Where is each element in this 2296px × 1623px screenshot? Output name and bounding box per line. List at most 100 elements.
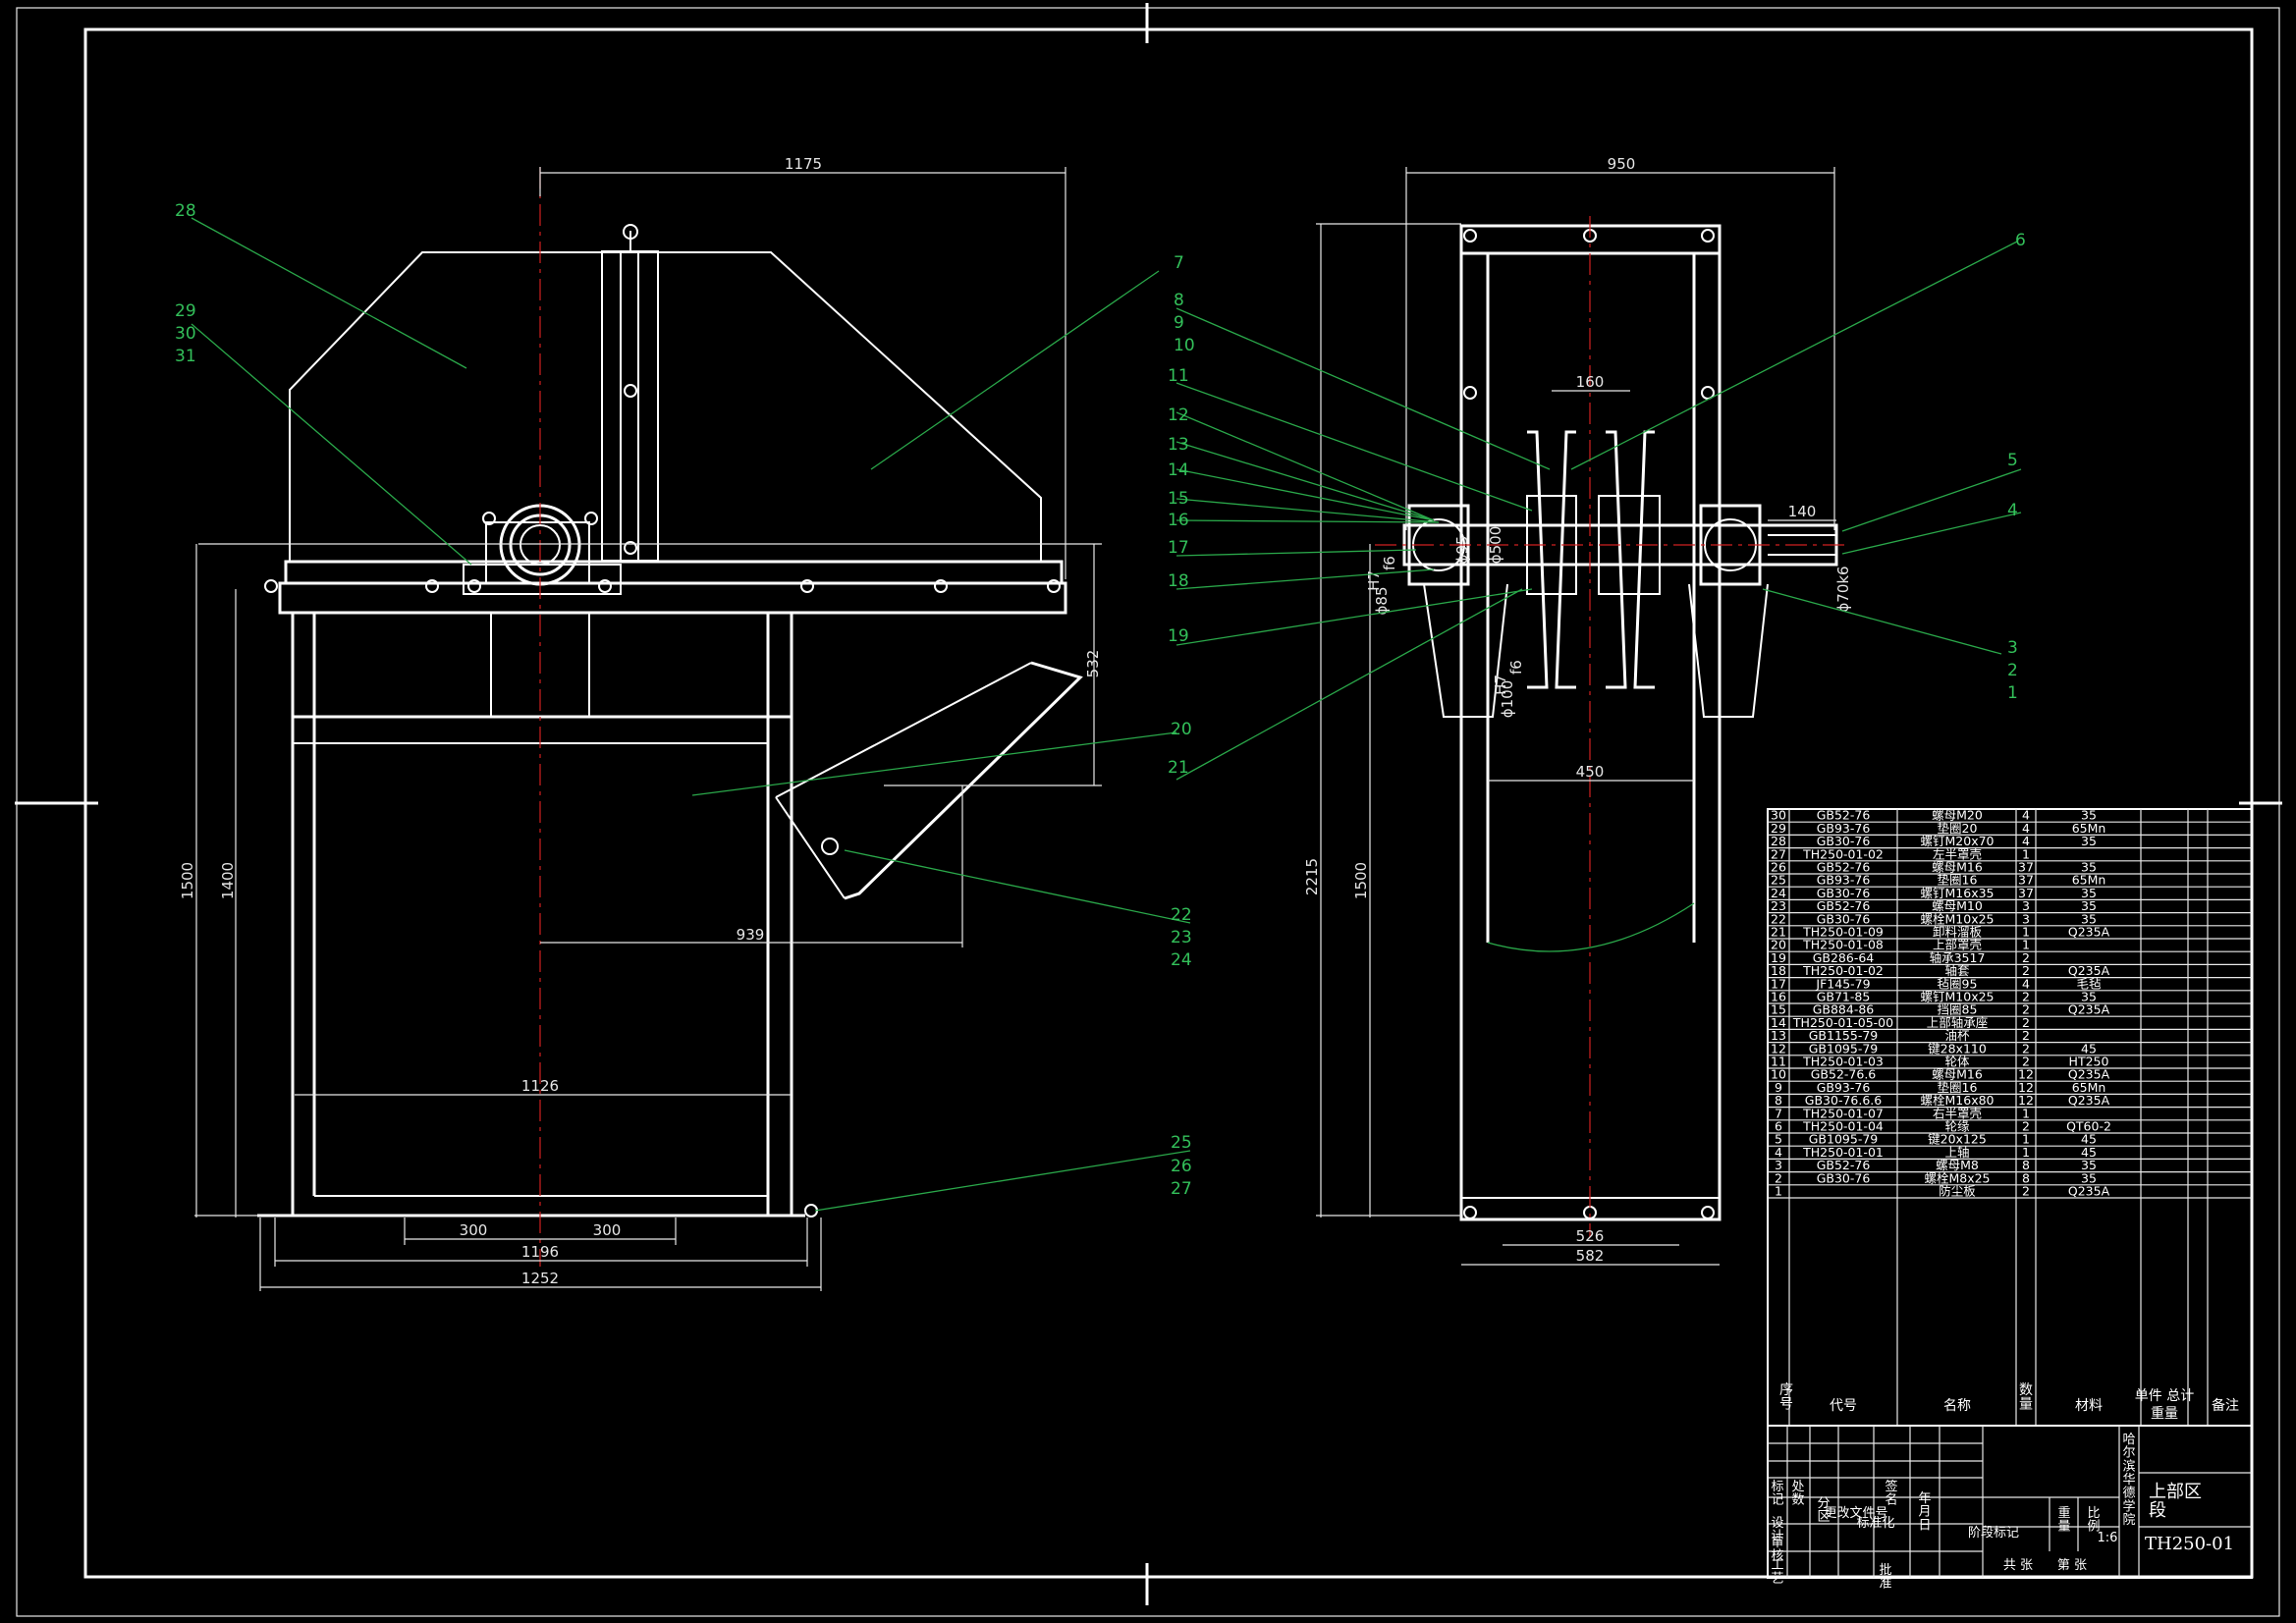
callout-29: 29 [175, 301, 196, 321]
tb-standardize: 标准化 [1856, 1516, 1894, 1531]
tb-sheet-no: 第 张 [2057, 1558, 2087, 1573]
tb-stage: 阶段标记 [1968, 1526, 2019, 1541]
bom-header: 序号 代号 名称 数量 材料 单件 总计 重量 备注 [1779, 1382, 2239, 1422]
bom-cell: 9 [1775, 1080, 1782, 1095]
callout-14: 14 [1168, 460, 1189, 480]
bom-cell: 3 [1775, 1158, 1782, 1172]
tb-sign: 签名 [1885, 1479, 1897, 1508]
dim-phi85: ϕ85 [1373, 587, 1391, 616]
bom-cell: 螺钉M20x70 [1921, 834, 1995, 848]
bom-cell: TH250-01-07 [1802, 1106, 1884, 1120]
callout-13: 13 [1168, 435, 1189, 455]
dim-939: 939 [737, 926, 765, 944]
bom-cell: QT60-2 [2066, 1119, 2111, 1134]
dim-582: 582 [1576, 1247, 1605, 1265]
bom-cell: 2 [2022, 1055, 2030, 1069]
callout-15: 15 [1168, 489, 1189, 509]
bom-cell: 12 [2018, 1093, 2034, 1108]
bom-cell: 25 [1771, 873, 1786, 888]
callout-1: 1 [2007, 683, 2018, 703]
dim-phi95: ϕ95 [1453, 536, 1471, 565]
dim-1500-front: 1500 [179, 862, 196, 899]
bom-cell: 8 [1775, 1093, 1782, 1108]
tb-design: 设计 [1771, 1516, 1783, 1544]
bom-cell: 20 [1771, 938, 1786, 952]
bom-cell: 8 [2022, 1158, 2030, 1172]
callout-30: 30 [175, 324, 196, 344]
leader-labels: 28 29 30 31 7 8 9 10 11 12 13 14 15 16 1… [175, 201, 2026, 1199]
bom-cell: 上轴 [1944, 1145, 1969, 1160]
callout-27: 27 [1171, 1179, 1192, 1199]
dim-160: 160 [1576, 373, 1605, 391]
bom-cell: GB93-76 [1817, 873, 1871, 888]
bom-cell: GB52-76 [1817, 808, 1871, 823]
callout-26: 26 [1171, 1157, 1192, 1176]
dim-h7f6-top: H7f6 [1365, 556, 1398, 591]
tb-approve: 批准 [1879, 1563, 1891, 1592]
bom-cell: GB884-86 [1813, 1002, 1875, 1017]
bom-cell: 19 [1771, 950, 1786, 965]
tb-total-sheets: 共 张 [2003, 1558, 2033, 1573]
callout-18: 18 [1168, 571, 1189, 591]
dim-450: 450 [1576, 763, 1605, 781]
bom-cell: 14 [1771, 1015, 1786, 1030]
bom-cell: Q235A [2068, 963, 2110, 978]
bom-cell: 7 [1775, 1106, 1782, 1120]
dim-1126: 1126 [521, 1077, 559, 1095]
bom-cell: Q235A [2068, 1093, 2110, 1108]
tb-change-doc: 更改文件号 [1824, 1506, 1887, 1521]
bom-cell: 65Mn [2072, 873, 2106, 888]
bom-cell: 2 [2022, 1015, 2030, 1030]
tb-count: 处数 [1791, 1480, 1804, 1508]
bom-cell: GB71-85 [1817, 990, 1871, 1004]
bom-cell: 左半罩壳 [1933, 846, 1982, 861]
bom-header-seq: 序号 [1779, 1382, 1793, 1413]
bom-cell: TH250-01-03 [1802, 1055, 1884, 1069]
pulley-left [1526, 430, 1577, 689]
bom-cell: 2 [2022, 1184, 2030, 1199]
dim-2215: 2215 [1303, 858, 1321, 895]
bom-cell: 30 [1771, 808, 1786, 823]
dim-300-left: 300 [460, 1221, 488, 1239]
bom-cell: 4 [2022, 821, 2030, 836]
tb-scale-value: 1:6 [2098, 1531, 2118, 1545]
bom-cell: TH250-01-09 [1802, 925, 1884, 940]
callout-22: 22 [1171, 905, 1192, 925]
bom-cell: GB52-76 [1817, 898, 1871, 913]
bom-cell: 35 [2081, 1158, 2097, 1172]
bom-cell: 45 [2081, 1132, 2097, 1147]
leader-lines [191, 217, 2022, 1212]
bom-cell: 2 [2022, 963, 2030, 978]
bom-cell: 轮体 [1944, 1055, 1970, 1069]
callout-28: 28 [175, 201, 196, 221]
bom-cell: JF145-79 [1815, 976, 1870, 991]
bom-cell: 螺栓M10x25 [1921, 911, 1995, 926]
bom-cell: 65Mn [2072, 821, 2106, 836]
bom-cell: TH250-01-02 [1802, 846, 1884, 861]
bom-cell: 23 [1771, 898, 1786, 913]
bom-cell: 37 [2018, 873, 2034, 888]
dimension-texts: 1175 950 160 140 532 1500 1400 939 1126 … [179, 155, 1852, 1287]
bom-cell: 12 [2018, 1080, 2034, 1095]
bom-header-remark: 备注 [2212, 1397, 2239, 1414]
bom-cell: 螺母M16 [1932, 860, 1983, 875]
bom-cell: 3 [2022, 911, 2030, 926]
bom-cell: 10 [1771, 1067, 1786, 1082]
bom-cell: 6 [1775, 1119, 1782, 1134]
bom-cell: 垫圈16 [1938, 1080, 1978, 1095]
bom-header-name: 名称 [1943, 1398, 1971, 1414]
bom-cell: 挡圈85 [1938, 1002, 1978, 1017]
dim-526: 526 [1576, 1227, 1605, 1245]
tb-mark: 标记 [1771, 1480, 1783, 1508]
dim-phi70k6: ϕ70k6 [1834, 566, 1852, 612]
drawing-number: TH250-01 [2145, 1534, 2234, 1554]
bom-cell: GB30-76 [1817, 1170, 1871, 1185]
tb-scale: 比例 [2087, 1506, 2100, 1535]
bom-cell: 35 [2081, 808, 2097, 823]
bom-cell: GB93-76 [1817, 821, 1871, 836]
bom-cell: 18 [1771, 963, 1786, 978]
callout-16: 16 [1168, 511, 1189, 530]
bom-cell: 螺钉M10x25 [1921, 990, 1995, 1004]
bom-cell: GB52-76 [1817, 860, 1871, 875]
